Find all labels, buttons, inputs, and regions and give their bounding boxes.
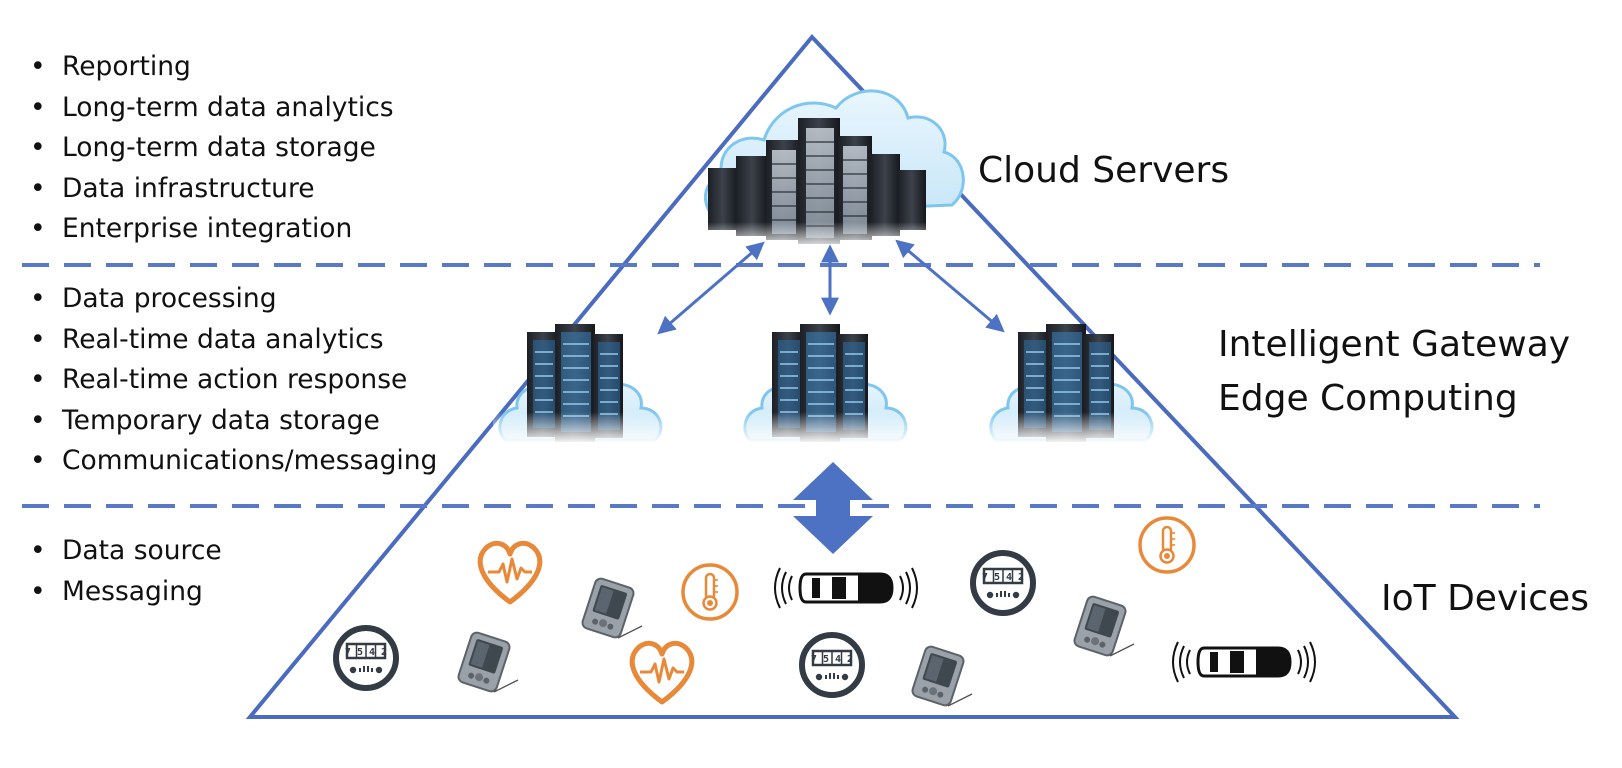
pda-icon bbox=[1071, 594, 1135, 658]
list-item: •Messaging bbox=[28, 572, 222, 613]
connected-car-icon bbox=[1171, 640, 1317, 684]
meter-digits: 7 5 4 2 bbox=[811, 654, 853, 665]
heart-rate-icon bbox=[480, 543, 540, 602]
edge-computing-label: Intelligent Gateway Edge Computing bbox=[1218, 318, 1570, 426]
heart-rate-icon bbox=[632, 643, 692, 702]
arrow-cloud-edge-left bbox=[657, 241, 765, 335]
bullet-icon: • bbox=[30, 323, 46, 355]
cloud-servers-label: Cloud Servers bbox=[978, 150, 1230, 191]
list-item: •Long-term data storage bbox=[28, 128, 394, 169]
arrow-cloud-edge-right bbox=[895, 239, 1005, 333]
meter-digits: 7 5 4 2 bbox=[345, 647, 387, 658]
list-item: •Real-time data analytics bbox=[28, 320, 437, 361]
list-item: •Reporting bbox=[28, 47, 394, 88]
bullet-icon: • bbox=[30, 91, 46, 123]
list-item: •Temporary data storage bbox=[28, 401, 437, 442]
edge-label-line1: Intelligent Gateway bbox=[1218, 324, 1571, 365]
bullet-icon: • bbox=[30, 213, 46, 244]
pda-icon bbox=[455, 630, 519, 694]
edge-server-icon-center bbox=[736, 322, 915, 446]
connected-car-icon bbox=[773, 566, 919, 610]
utility-meter-icon: 7 5 4 2 bbox=[336, 628, 396, 688]
list-item: •Communications/messaging bbox=[28, 441, 437, 482]
arrow-edge-devices bbox=[793, 462, 873, 554]
list-item: •Data infrastructure bbox=[28, 169, 394, 210]
iot-devices-label: IoT Devices bbox=[1381, 578, 1589, 619]
thermometer-icon bbox=[681, 563, 739, 621]
list-item: •Real-time action response bbox=[28, 360, 437, 401]
edge-label-line2: Edge Computing bbox=[1218, 378, 1518, 419]
bullet-icon: • bbox=[30, 51, 46, 82]
bullet-icon: • bbox=[30, 283, 46, 314]
cloud-feature-list: •Reporting •Long-term data analytics •Lo… bbox=[28, 47, 394, 250]
edge-server-icon-right bbox=[982, 322, 1161, 446]
list-item: •Long-term data analytics bbox=[28, 88, 394, 129]
bullet-icon: • bbox=[30, 172, 46, 204]
list-item: •Data processing bbox=[28, 279, 437, 320]
utility-meter-icon: 7 5 4 2 bbox=[802, 635, 862, 695]
bullet-icon: • bbox=[30, 575, 46, 607]
bullet-icon: • bbox=[30, 535, 46, 566]
utility-meter-icon: 7 5 4 2 bbox=[973, 553, 1033, 613]
edge-feature-list: •Data processing •Real-time data analyti… bbox=[28, 279, 437, 482]
pda-icon bbox=[579, 576, 643, 640]
cloud-server-icon bbox=[700, 89, 965, 250]
list-item: •Data source bbox=[28, 531, 222, 572]
iot-feature-list: •Data source •Messaging bbox=[28, 531, 222, 612]
bullet-icon: • bbox=[30, 364, 46, 395]
bullet-icon: • bbox=[30, 445, 46, 476]
list-item: •Enterprise integration bbox=[28, 209, 394, 250]
thermometer-icon bbox=[1138, 516, 1196, 574]
edge-server-icon-left bbox=[491, 322, 670, 446]
pda-icon bbox=[909, 644, 973, 708]
meter-digits: 7 5 4 2 bbox=[982, 572, 1024, 583]
bullet-icon: • bbox=[30, 132, 46, 163]
bullet-icon: • bbox=[30, 404, 46, 436]
